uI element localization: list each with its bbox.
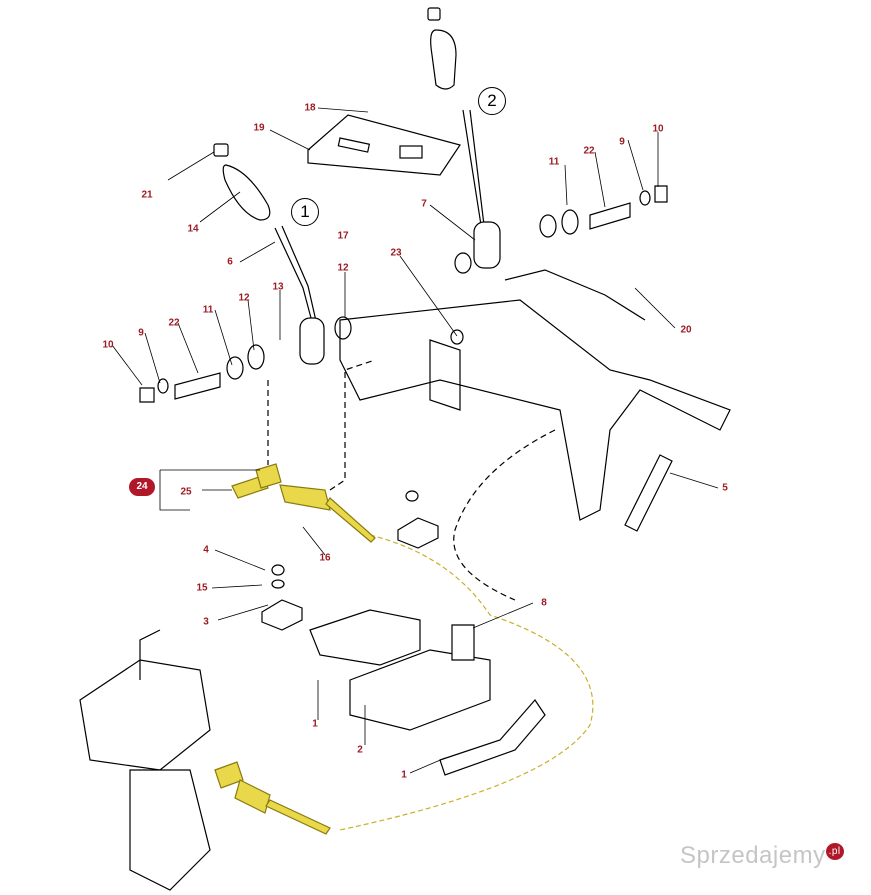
kit-24-badge[interactable]: 24 <box>129 478 155 496</box>
callout-10[interactable]: 10 <box>102 339 114 351</box>
callout-8[interactable]: 8 <box>541 597 547 609</box>
callout-12[interactable]: 12 <box>337 262 349 274</box>
callout-21[interactable]: 21 <box>141 189 153 201</box>
callout-6[interactable]: 6 <box>227 256 233 268</box>
callout-15[interactable]: 15 <box>196 582 208 594</box>
watermark: Sprzedajemy.pl <box>680 842 844 870</box>
callout-19[interactable]: 19 <box>253 122 265 134</box>
assembly-1-marker: 1 <box>291 198 319 226</box>
callout-9[interactable]: 9 <box>619 136 625 148</box>
callout-7[interactable]: 7 <box>421 198 427 210</box>
callout-1[interactable]: 1 <box>312 718 318 730</box>
callout-9[interactable]: 9 <box>138 327 144 339</box>
assembly-2-marker: 2 <box>478 87 506 115</box>
cover-plate <box>307 114 461 176</box>
callout-4[interactable]: 4 <box>203 544 209 556</box>
callout-3[interactable]: 3 <box>203 616 209 628</box>
callout-2[interactable]: 2 <box>357 744 363 756</box>
callout-14[interactable]: 14 <box>187 223 199 235</box>
clamp-block <box>309 609 491 731</box>
watermark-suffix: .pl <box>825 843 844 860</box>
callout-10[interactable]: 10 <box>652 123 664 135</box>
callout-18[interactable]: 18 <box>304 102 316 114</box>
callout-1[interactable]: 1 <box>401 769 407 781</box>
callout-23[interactable]: 23 <box>390 247 402 259</box>
callout-17[interactable]: 17 <box>337 230 349 242</box>
callout-22[interactable]: 22 <box>583 145 595 157</box>
watermark-text: Sprzedajemy <box>680 842 826 869</box>
callout-11[interactable]: 11 <box>548 156 560 168</box>
callout-5[interactable]: 5 <box>722 482 728 494</box>
mounting-frame <box>339 299 731 521</box>
callout-22[interactable]: 22 <box>168 317 180 329</box>
callout-20[interactable]: 20 <box>680 324 692 336</box>
callout-11[interactable]: 11 <box>202 304 214 316</box>
valve-block <box>79 659 211 771</box>
lever-1-assembly <box>213 143 325 365</box>
callout-16[interactable]: 16 <box>319 552 331 564</box>
callout-25[interactable]: 25 <box>180 486 192 498</box>
lever-2-assembly <box>427 7 501 269</box>
callout-12[interactable]: 12 <box>238 292 250 304</box>
callout-13[interactable]: 13 <box>272 281 284 293</box>
